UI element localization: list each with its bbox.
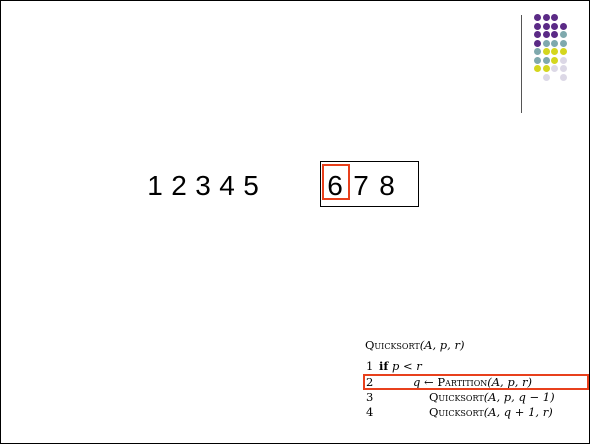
call-args: (A, q + 1, r): [483, 405, 553, 419]
assignment: q ←: [413, 375, 438, 389]
array-element: 5: [243, 170, 259, 201]
decorative-dot: [551, 31, 558, 38]
array-element: 4: [219, 170, 235, 201]
array-element: 2: [171, 170, 187, 201]
array-element: 7: [353, 170, 369, 201]
decorative-dot: [534, 22, 541, 30]
decorative-dot: [542, 73, 550, 81]
vertical-divider: [521, 15, 522, 113]
subarray-box: [320, 161, 419, 207]
procedure-title: Quicksort(A, p, r): [365, 338, 464, 352]
decorative-dot: [559, 39, 567, 47]
procedure-args: (A, p, r): [419, 338, 465, 352]
decorative-dot: [542, 22, 550, 30]
decorative-dot: [534, 48, 541, 55]
array-element: 3: [195, 170, 211, 201]
decorative-dot: [534, 65, 541, 72]
decorative-dot: [551, 14, 558, 21]
keyword-if: if: [379, 359, 389, 373]
decorative-dot: [534, 14, 541, 21]
decorative-dot: [551, 48, 558, 55]
decorative-dot-grid: [534, 14, 582, 104]
decorative-dot: [551, 22, 558, 30]
decorative-dot: [559, 48, 567, 55]
decorative-dot: [551, 65, 558, 72]
decorative-dot: [559, 73, 567, 81]
array-element: 1: [147, 170, 163, 201]
condition: p < r: [391, 359, 422, 373]
current-line-highlight: [363, 374, 589, 390]
recursive-call: Quicksort: [429, 390, 484, 404]
decorative-dot: [551, 56, 558, 64]
decorative-dot: [542, 56, 550, 64]
partition-call: Partition: [437, 375, 488, 389]
partition-args: (A, p, r): [487, 375, 533, 389]
decorative-dot: [559, 56, 567, 64]
decorative-dot: [534, 56, 541, 64]
decorative-dot: [534, 39, 541, 47]
array-element-pivot: 6: [327, 170, 343, 201]
decorative-dot: [542, 48, 550, 55]
decorative-dot: [542, 31, 550, 38]
procedure-name: Quicksort: [365, 338, 420, 352]
array-element: 8: [379, 170, 395, 201]
decorative-dot: [559, 65, 567, 72]
line-number: 1: [366, 359, 374, 373]
recursive-call: Quicksort: [429, 405, 484, 419]
decorative-dot: [542, 39, 550, 47]
decorative-dot: [534, 31, 541, 38]
decorative-dot: [542, 65, 550, 72]
line-number: 3: [366, 390, 374, 404]
call-args: (A, p, q − 1): [483, 390, 555, 404]
decorative-dot: [559, 31, 567, 38]
decorative-dot: [559, 22, 567, 30]
decorative-dot: [551, 39, 558, 47]
line-number: 4: [366, 405, 374, 419]
line-number: 2: [366, 375, 374, 389]
decorative-dot: [542, 14, 550, 21]
pivot-highlight-box: [322, 164, 350, 200]
